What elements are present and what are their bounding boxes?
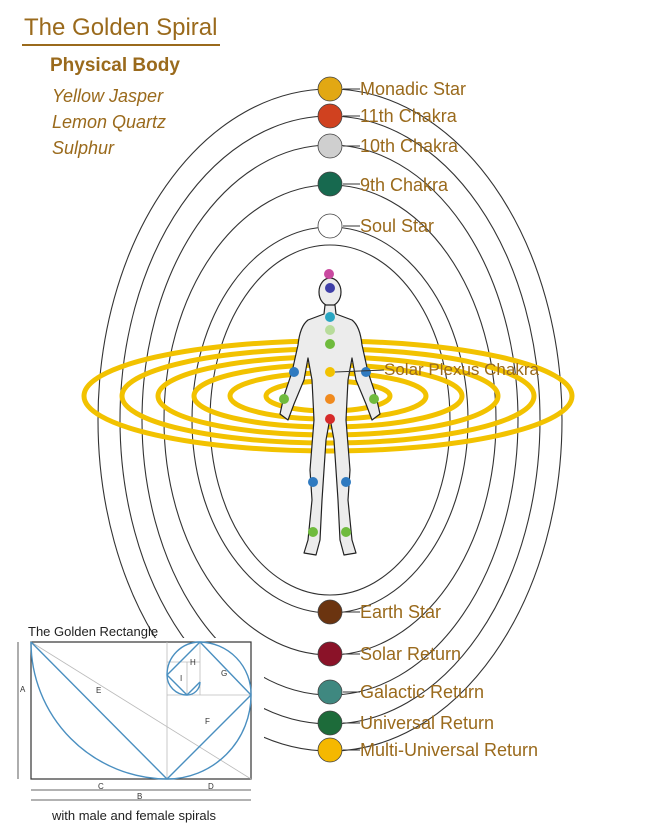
body-chakra-dots [279,269,379,537]
golden-rectangle-letter: D [208,782,214,791]
chakra-marker [317,133,343,159]
chakra-label-solar-return: Solar Return [360,644,462,664]
chakra-dot-left-foot [308,527,318,537]
chakra-marker [317,641,343,667]
subtitle: Physical Body [50,55,180,76]
golden-rectangle-letter: C [98,782,104,791]
chakra-label-galactic-return: Galactic Return [360,682,485,702]
chakra-dot-high-heart [325,325,335,335]
golden-rectangle-letter: H [190,658,196,667]
golden-rectangle-caption: with male and female spirals [52,808,217,823]
golden-rectangle-letters: A B C D E F G HI [20,658,227,801]
chakra-marker [317,710,343,736]
chakra-label-9th: 9th Chakra [360,175,449,195]
solar-plexus-leader-line [334,369,385,373]
chakra-dot-heart [325,339,335,349]
chakra-dot-right-elbow [361,367,371,377]
page-title: The Golden Spiral [24,14,218,41]
chakra-marker [317,76,343,102]
chakra-dot-sacral [325,394,335,404]
chakra-dot-right-knee [341,477,351,487]
chakra-label-earth-star: Earth Star [360,602,442,622]
chakra-label-11th: 11th Chakra [360,106,457,126]
chakra-marker [317,171,343,197]
golden-rectangle-letter: G [221,669,227,678]
chakra-dot-left-knee [308,477,318,487]
chakra-marker [317,679,343,705]
chakra-markers [317,76,385,763]
golden-rectangle-title: The Golden Rectangle [28,624,159,639]
chakra-dot-throat [325,312,335,322]
chakra-dot-solar-plexus [325,367,335,377]
chakra-label-10th: 10th Chakra [360,136,459,156]
chakra-marker [317,737,343,763]
golden-rectangle-letter: I [180,674,182,683]
golden-rectangle-frame [30,641,252,780]
stone-label: Lemon Quartz [52,112,167,132]
inset-background [10,638,264,806]
chakra-label-multi-universal-return: Multi-Universal Return [360,740,539,760]
chakra-marker [317,213,343,239]
chakra-dot-left-elbow [289,367,299,377]
chakra-marker [317,599,343,625]
golden-rectangle-letter: F [205,717,210,726]
orbit-6 [209,244,451,596]
chakra-dot-third-eye [325,283,335,293]
chakra-dot-right-hand [369,394,379,404]
chakra-dot-left-hand [279,394,289,404]
golden-rectangle-dimension-lines [17,642,251,801]
golden-rectangle-letter: E [96,686,101,695]
golden-rectangle-letter: B [137,792,142,801]
title-underline [22,44,220,46]
chakra-marker [317,103,343,129]
golden-rectangle-inset: A B C D E F G HI [10,638,264,806]
chakra-label-soul-star: Soul Star [360,216,435,236]
chakra-dot-root [325,414,335,424]
chakra-label-solar-plexus: Solar Plexus Chakra [384,360,539,379]
chakra-label-universal-return: Universal Return [360,713,495,733]
body-torso [279,304,381,556]
chakra-label-monadic-star: Monadic Star [360,79,467,99]
chakra-dot-crown-top [324,269,334,279]
stone-label: Sulphur [52,138,115,158]
stone-label: Yellow Jasper [52,86,164,106]
golden-rectangle-spirals [30,641,252,780]
chakra-dot-right-foot [341,527,351,537]
golden-rectangle-letter: A [20,685,26,694]
